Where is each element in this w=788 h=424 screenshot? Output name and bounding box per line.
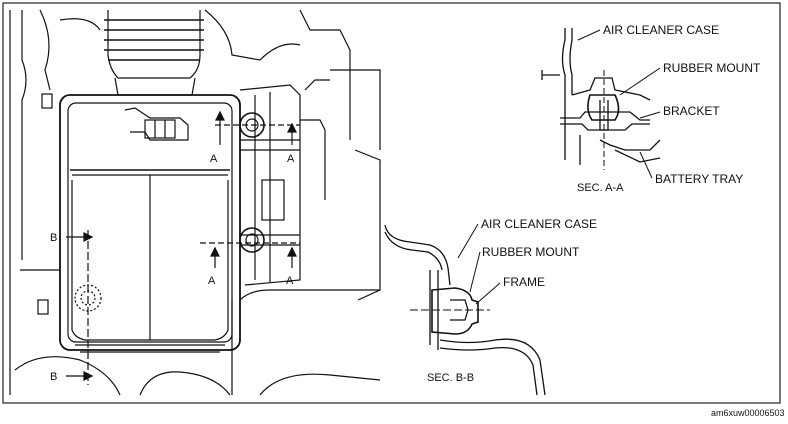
section-b-b-drawing	[384, 223, 546, 396]
overview-drawing	[9, 9, 381, 396]
callout-frame: FRAME	[503, 275, 545, 289]
section-arrow-label: A	[287, 153, 295, 165]
callout-air-cleaner-case-b: AIR CLEANER CASE	[481, 217, 597, 231]
section-arrow-label: B	[50, 371, 57, 383]
section-title-a-a: SEC. A-A	[577, 182, 624, 194]
section-arrow-label: A	[210, 153, 218, 165]
callout-bracket: BRACKET	[663, 104, 720, 118]
callout-battery-tray: BATTERY TRAY	[655, 172, 743, 186]
section-title-b-b: SEC. B-B	[427, 372, 474, 384]
section-arrow-label: A	[286, 275, 294, 287]
section-arrow-label: A	[208, 275, 216, 287]
callout-rubber-mount-b: RUBBER MOUNT	[482, 245, 580, 259]
figure-border	[2, 2, 781, 404]
callout-rubber-mount: RUBBER MOUNT	[663, 61, 761, 75]
section-a-a-drawing	[541, 28, 661, 179]
callout-air-cleaner-case: AIR CLEANER CASE	[603, 23, 719, 37]
section-arrow-label: B	[50, 232, 57, 244]
section-markers	[66, 110, 300, 385]
drawing-id: am6xuw00006503	[711, 408, 785, 418]
